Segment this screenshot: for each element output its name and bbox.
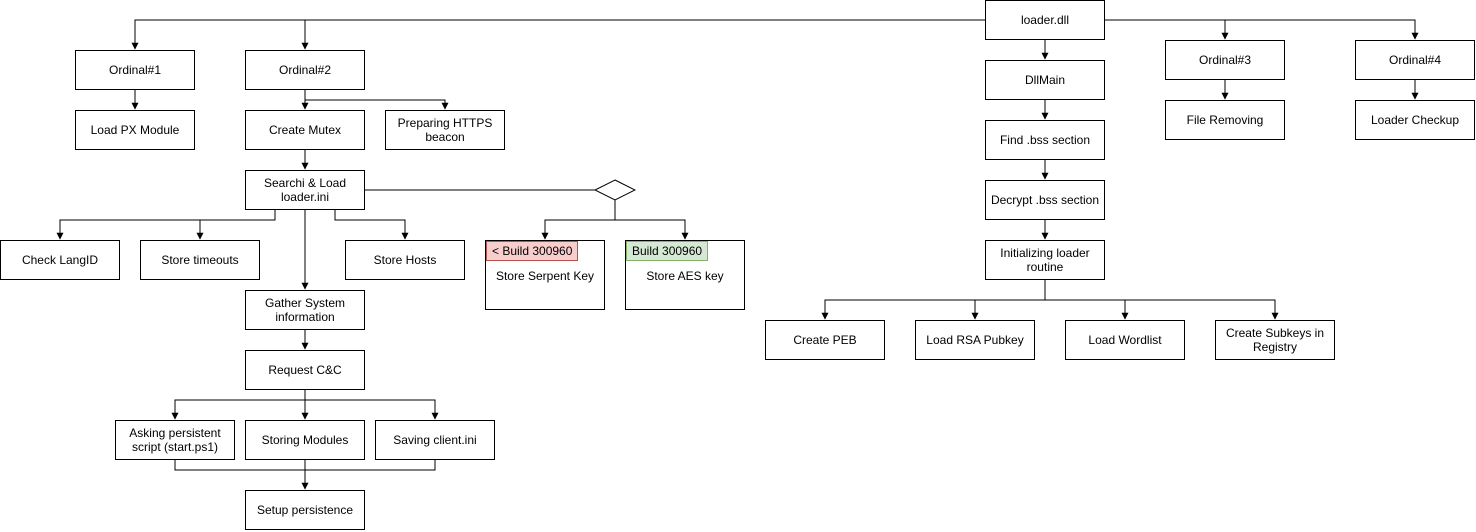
node-load-rsa-pubkey: Load RSA Pubkey (915, 320, 1035, 360)
node-ordinal1: Ordinal#1 (75, 50, 195, 90)
node-file-removing: File Removing (1165, 100, 1285, 140)
node-decrypt-bss: Decrypt .bss section (985, 180, 1105, 220)
node-create-peb: Create PEB (765, 320, 885, 360)
node-loader-dll: loader.dll (985, 0, 1105, 40)
node-store-serpent-key: < Build 300960 Store Serpent Key (485, 240, 605, 310)
node-create-mutex: Create Mutex (245, 110, 365, 150)
node-dllmain: DllMain (985, 60, 1105, 100)
build-tag-red: < Build 300960 (486, 241, 579, 261)
node-create-subkeys: Create Subkeys in Registry (1215, 320, 1335, 360)
build-tag-green: Build 300960 (626, 241, 709, 261)
node-store-hosts: Store Hosts (345, 240, 465, 280)
edge-init-wordlist (1045, 299, 1279, 320)
node-find-bss: Find .bss section (985, 120, 1105, 160)
node-search-load-ini: Searchi & Load loader.ini (245, 170, 365, 210)
node-request-cc: Request C&C (245, 350, 365, 390)
edge-decision-aes (615, 219, 689, 240)
edge-request-asking (171, 390, 306, 420)
node-store-timeouts: Store timeouts (140, 240, 260, 280)
node-ordinal3: Ordinal#3 (1165, 40, 1285, 80)
decision-diamond (593, 179, 637, 201)
node-asking-persistent-script: Asking persistent script (start.ps1) (115, 420, 235, 460)
edge-search-langid (56, 210, 276, 240)
edge-init-peb (821, 280, 1046, 320)
node-setup-persistence: Setup persistence (245, 490, 365, 530)
edge-decision-serpent (541, 200, 616, 240)
edge-request-saving (305, 399, 439, 420)
edge-ordinal2-https (305, 99, 449, 110)
node-ordinal2: Ordinal#2 (245, 50, 365, 90)
node-gather-system-info: Gather System information (245, 290, 365, 330)
node-init-loader-routine: Initializing loader routine (985, 240, 1105, 280)
edge-loader-ordinal3 (1105, 19, 1419, 40)
serpent-label: Store Serpent Key (495, 269, 595, 283)
edge-search-hosts (334, 210, 409, 240)
node-preparing-https-beacon: Preparing HTTPS beacon (385, 110, 505, 150)
node-loader-checkup: Loader Checkup (1355, 100, 1475, 140)
edge-loader-ordinal1 (131, 19, 985, 50)
node-load-wordlist: Load Wordlist (1065, 320, 1185, 360)
aes-label: Store AES key (646, 269, 724, 283)
node-load-px-module: Load PX Module (75, 110, 195, 150)
node-storing-modules: Storing Modules (245, 420, 365, 460)
node-ordinal4: Ordinal#4 (1355, 40, 1475, 80)
node-check-langid: Check LangID (0, 240, 120, 280)
node-saving-client-ini: Saving client.ini (375, 420, 495, 460)
node-store-aes-key: Build 300960 Store AES key (625, 240, 745, 310)
